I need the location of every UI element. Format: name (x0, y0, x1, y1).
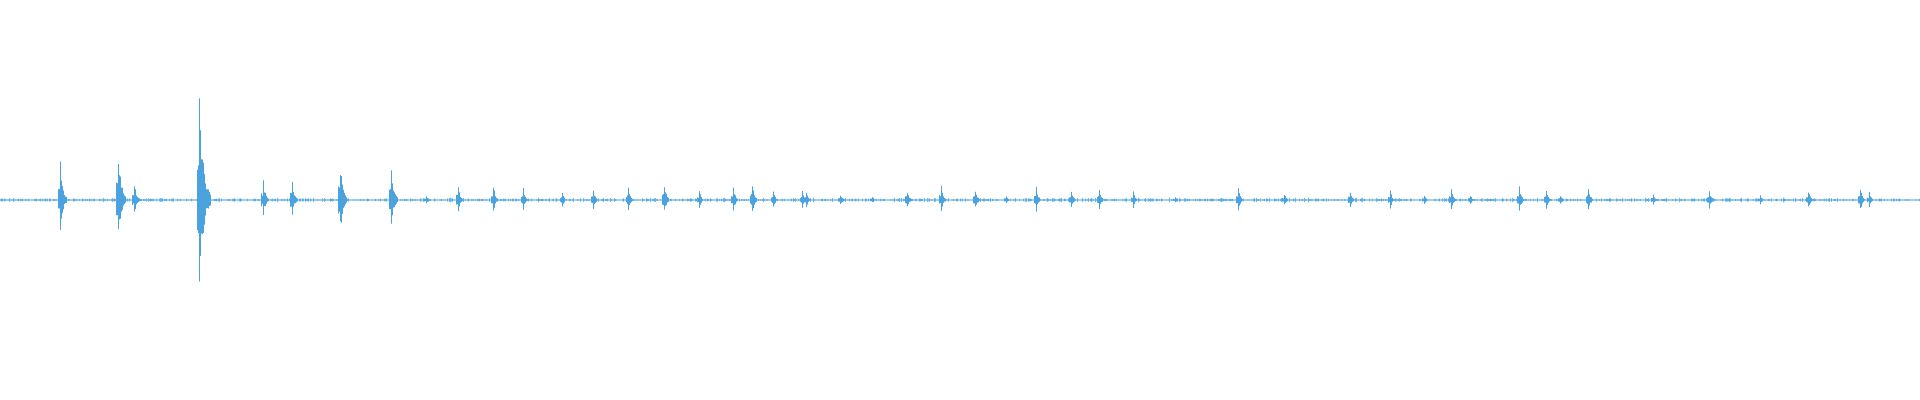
waveform-transient (662, 187, 669, 210)
waveform-transient (1388, 190, 1395, 209)
waveform-transient (456, 187, 463, 212)
waveform-transient (1858, 189, 1865, 208)
waveform-transient (771, 191, 778, 207)
waveform-trace (0, 98, 1920, 282)
waveform-transient (1707, 191, 1714, 209)
waveform-transient (1236, 188, 1243, 211)
waveform-transient (1173, 197, 1179, 203)
waveform-transient (1034, 186, 1041, 212)
waveform-transient (1131, 191, 1138, 209)
waveform-transient (197, 98, 211, 282)
waveform-transient (261, 180, 269, 216)
waveform-transient (1806, 192, 1813, 207)
waveform-transient (804, 192, 811, 207)
waveform-transient (290, 182, 298, 215)
waveform-transient (132, 186, 140, 212)
waveform-transient (905, 193, 912, 207)
waveform-transient (424, 196, 430, 204)
waveform-transient (491, 187, 498, 211)
waveform-transient (58, 161, 67, 230)
waveform-transient (1422, 195, 1428, 204)
waveform-transient (1517, 186, 1524, 211)
waveform-transient (973, 191, 980, 207)
waveform-transient (521, 187, 528, 210)
waveform-transient (1449, 189, 1456, 210)
waveform-transient (1282, 194, 1289, 205)
waveform-transient (1097, 190, 1104, 209)
waveform-transient (1468, 196, 1474, 204)
waveform-transient (1544, 190, 1551, 209)
waveform-transient (870, 197, 876, 203)
waveform-transient (1758, 195, 1764, 205)
waveform-transient (389, 170, 398, 224)
waveform-transient (697, 191, 704, 208)
waveform-transient (838, 195, 845, 204)
waveform-transient (1586, 188, 1593, 210)
waveform-transient (750, 186, 757, 211)
waveform-transient (1004, 196, 1010, 203)
waveform-transient (591, 190, 598, 210)
waveform-transient (560, 192, 567, 207)
waveform-transient (1867, 191, 1874, 208)
waveform-transient (1558, 196, 1564, 204)
waveform-transient (1348, 192, 1355, 207)
waveform-transient (939, 185, 946, 212)
waveform-transient (1069, 191, 1076, 207)
waveform-transient (731, 187, 738, 211)
waveform-transient (338, 175, 347, 223)
waveform-transient (626, 187, 633, 211)
waveform-transient (1651, 194, 1657, 205)
waveform-transient (116, 163, 126, 229)
